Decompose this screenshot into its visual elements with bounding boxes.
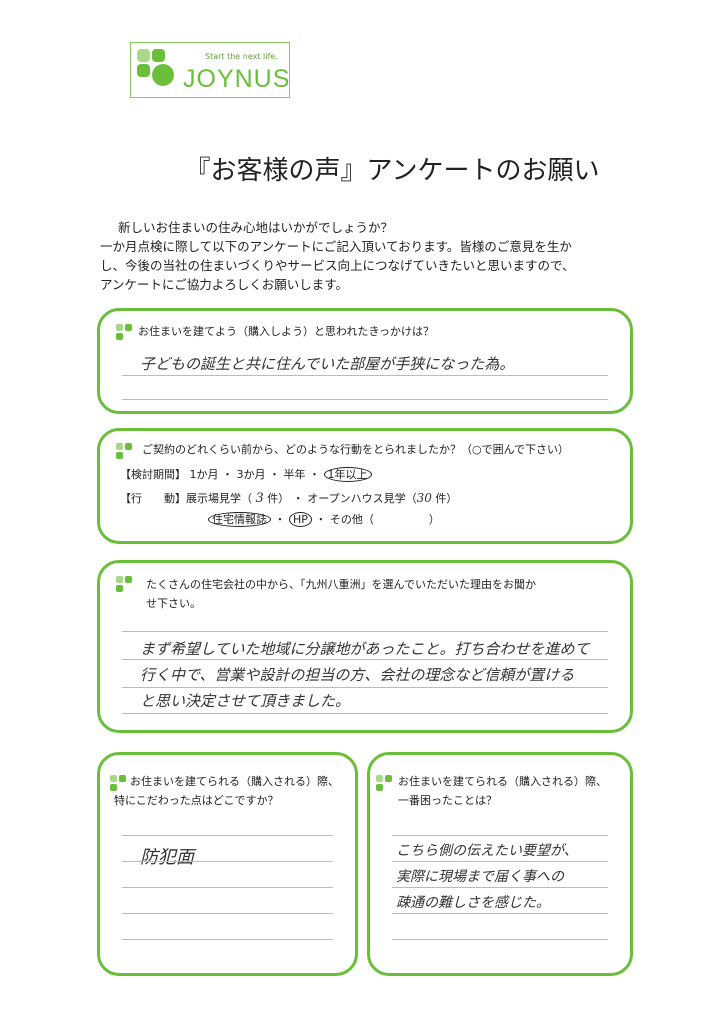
answer-text: まず希望していた地域に分譲地があったこと。打ち合わせを進めて [140, 640, 590, 658]
page-title: 『お客様の声』アンケートのお願い [184, 156, 600, 186]
joynus-logo: Start the next life. JOYNUS [130, 42, 290, 98]
logo-name: JOYNUS [183, 65, 291, 93]
clover-bullet-icon [116, 324, 132, 340]
question-text: たくさんの住宅会社の中から、「九州八重洲」を選んでいただいた理由をお聞か [146, 578, 536, 591]
answer-text: 行く中で、営業や設計の担当の方、会社の理念など信頼が置ける [140, 666, 575, 684]
answer-text: 実際に現場まで届く事への [396, 869, 564, 885]
question-box-1: お住まいを建てよう（購入しよう）と思われたきっかけは？ 子どもの誕生と共に住んで… [97, 308, 633, 414]
selected-period: 1年以上 [323, 467, 372, 482]
question-text: 特にこだわった点はどこですか？ [114, 794, 279, 807]
action-row: 【行 動】展示場見学（ 3 件） ・ オープンハウス見学（30 件） [120, 491, 458, 506]
question-text: お住まいを建てられる（購入される）際、 [398, 775, 607, 788]
clover-bullet-icon [116, 443, 132, 459]
action-row-2: 住宅情報誌 ・ HP ・ その他（ ） [208, 511, 440, 529]
intro-line: し、今後の当社の住まいづくりやサービス向上につなげていきたいと思いますので、 [100, 258, 575, 273]
answer-text: と思い決定させて頂きました。 [140, 692, 351, 710]
clover-bullet-icon [110, 775, 126, 791]
answer-text: 子どもの誕生と共に住んでいた部屋が手狭になった為。 [140, 355, 515, 373]
intro-line: アンケートにご協力よろしくお願いします。 [100, 277, 349, 292]
logo-tagline: Start the next life. [205, 52, 278, 61]
question-text: お住まいを建てられる（購入される）際、 [130, 775, 339, 788]
answer-text: 疎通の難しさを感じた。 [396, 895, 550, 911]
intro-line: 一か月点検に際して以下のアンケートにご記入頂いております。皆様のご意見を生か [100, 239, 572, 254]
selected-magazine: 住宅情報誌 [208, 512, 271, 527]
question-text: ご契約のどれくらい前から、どのような行動をとられましたか？（○で囲んで下さい） [142, 443, 570, 456]
answer-text: 防犯面 [140, 847, 194, 868]
question-text: お住まいを建てよう（購入しよう）と思われたきっかけは？ [138, 325, 435, 338]
question-box-2: ご契約のどれくらい前から、どのような行動をとられましたか？（○で囲んで下さい） … [97, 428, 633, 544]
question-box-3: たくさんの住宅会社の中から、「九州八重洲」を選んでいただいた理由をお聞か せ下さ… [97, 560, 633, 733]
selected-hp: HP [289, 512, 312, 527]
clover-bullet-icon [116, 576, 132, 592]
question-box-5: お住まいを建てられる（購入される）際、 一番困ったことは？ こちら側の伝えたい要… [367, 752, 633, 976]
question-text: せ下さい。 [146, 597, 201, 610]
intro-line: 新しいお住まいの住み心地はいかがでしょうか？ [118, 220, 394, 235]
question-text: 一番困ったことは？ [398, 794, 497, 807]
answer-text: こちら側の伝えたい要望が、 [396, 843, 578, 859]
period-row: 【検討期間】 1か月 ・ 3か月 ・ 半年 ・ 1年以上 [120, 466, 372, 484]
question-box-4: お住まいを建てられる（購入される）際、 特にこだわった点はどこですか？ 防犯面 [97, 752, 358, 976]
clover-bullet-icon [376, 775, 392, 791]
